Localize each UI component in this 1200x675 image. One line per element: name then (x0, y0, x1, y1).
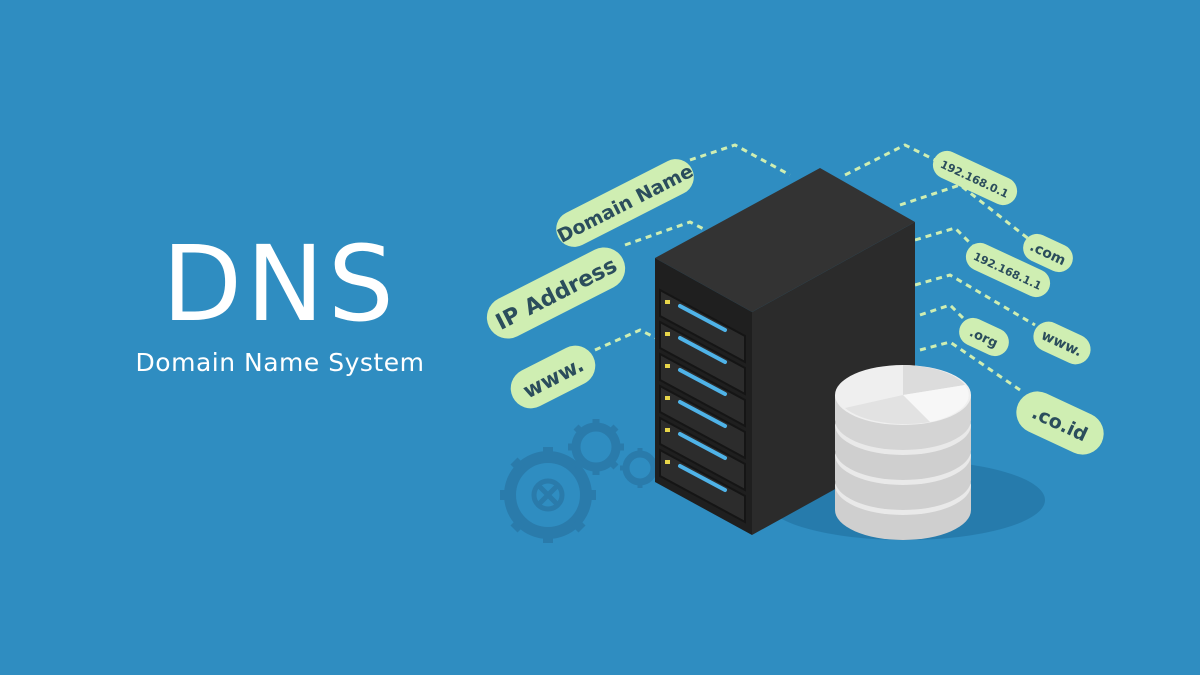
connector-lines-right (844, 143, 1036, 392)
gear-icon (500, 419, 660, 543)
tag-ip-address: IP Address (486, 247, 626, 339)
tag-domain-name: Domain Name (554, 159, 697, 248)
tag-www-right: www. (1033, 321, 1091, 365)
tag-label: Domain Name (554, 160, 697, 247)
tag-ip-192-168-0-1: 192.168.0.1 (932, 150, 1018, 206)
tag-dot-org: .org (959, 317, 1009, 357)
tag-dot-co-id: .co.id (1016, 391, 1104, 455)
database-icon (835, 365, 971, 540)
title-block: DNS Domain Name System (100, 232, 460, 377)
page-subtitle: Domain Name System (135, 348, 425, 377)
tag-www-left: www. (510, 345, 596, 409)
page-title: DNS (162, 223, 398, 345)
tag-dot-com: .com (1023, 233, 1073, 273)
